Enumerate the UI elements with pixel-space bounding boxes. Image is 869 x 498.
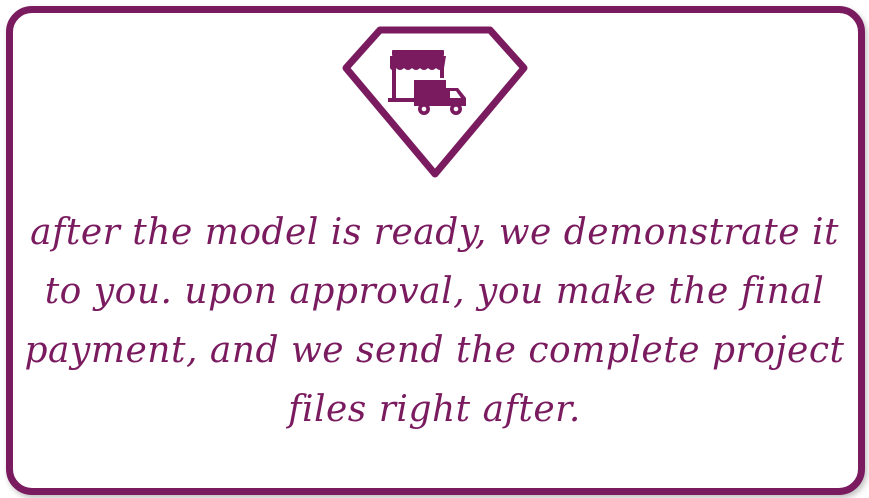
storefront-delivery-truck-icon	[342, 26, 528, 178]
message-text: after the model is ready, we demonstrate…	[24, 212, 845, 430]
